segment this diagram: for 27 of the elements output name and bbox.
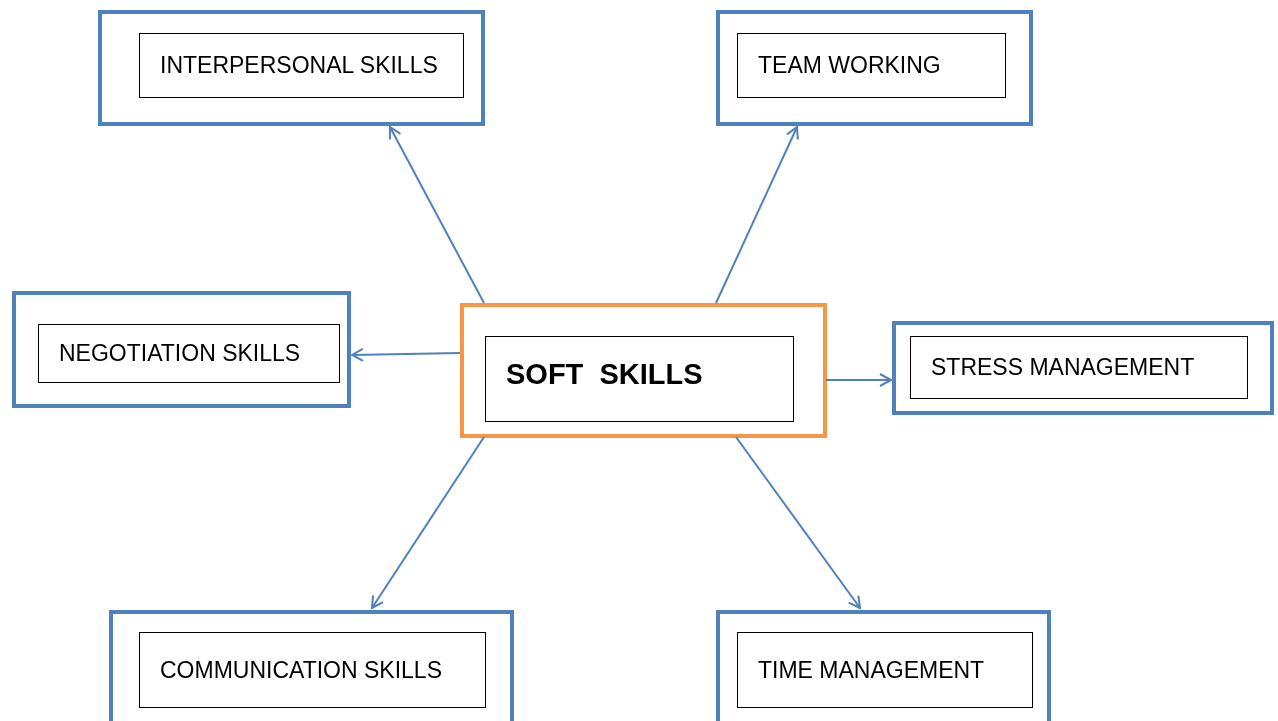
box-label: TEAM WORKING	[758, 51, 941, 81]
arrow	[371, 436, 485, 609]
frame-box	[892, 321, 1274, 415]
box-label: TIME MANAGEMENT	[758, 655, 985, 685]
frame-box	[460, 303, 827, 438]
box-label: INTERPERSONAL SKILLS	[160, 51, 438, 81]
text-box	[737, 632, 1033, 708]
text-box	[139, 632, 486, 708]
frame-box	[716, 10, 1033, 126]
frame-box	[98, 10, 485, 126]
arrow	[735, 436, 861, 609]
box-label: NEGOTIATION SKILLS	[59, 339, 301, 369]
frame-box	[109, 610, 514, 721]
arrow	[351, 347, 461, 362]
text-box	[139, 33, 464, 98]
frame-box	[716, 610, 1051, 721]
arrow	[388, 126, 485, 304]
frame-box	[12, 291, 351, 408]
box-label: STRESS MANAGEMENT	[931, 353, 1195, 383]
box-label: SOFT SKILLS	[506, 357, 703, 393]
text-box	[737, 33, 1006, 98]
text-box	[485, 336, 794, 422]
arrow	[715, 126, 799, 304]
text-box	[38, 324, 340, 383]
text-box	[910, 336, 1248, 399]
box-label: COMMUNICATION SKILLS	[160, 655, 442, 685]
arrow	[825, 373, 892, 387]
